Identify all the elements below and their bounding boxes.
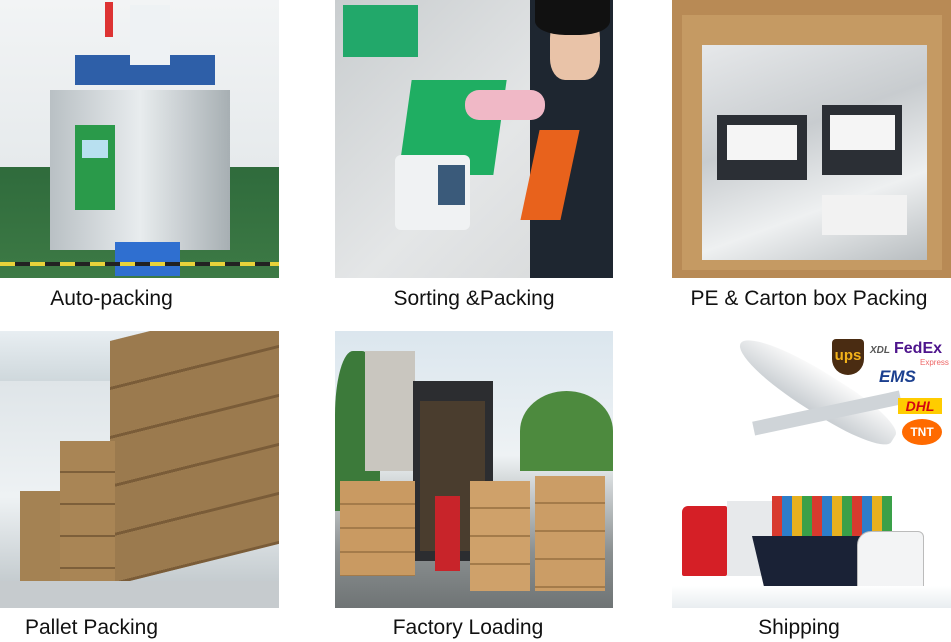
caption-pe-carton: PE & Carton box Packing	[690, 287, 928, 310]
fedex-express-label: Express	[920, 358, 949, 367]
auto-packing-photo	[0, 0, 279, 278]
ems-logo: EMS	[879, 367, 916, 386]
fedex-logo: FedEx	[894, 340, 943, 357]
van-illustration	[857, 531, 924, 593]
ups-logo: ups	[832, 339, 864, 375]
caption-shipping: Shipping	[758, 616, 840, 639]
caption-factory-loading: Factory Loading	[392, 616, 544, 639]
dhl-logo: DHL	[898, 398, 942, 414]
xdl-logo: XDL	[870, 345, 890, 356]
caption-sorting-packing: Sorting &Packing	[393, 287, 555, 310]
factory-loading-photo	[335, 331, 613, 608]
pe-carton-photo	[672, 0, 951, 278]
truck-illustration	[682, 506, 727, 576]
container-ship-illustration	[772, 496, 892, 536]
shipping-photo: ups XDL FedEx Express EMS DHL TNT	[672, 331, 951, 608]
caption-pallet-packing: Pallet Packing	[24, 616, 159, 639]
sorting-packing-photo	[335, 0, 613, 278]
tnt-logo: TNT	[902, 419, 942, 445]
caption-auto-packing: Auto-packing	[50, 287, 173, 310]
pallet-packing-photo	[0, 331, 279, 608]
